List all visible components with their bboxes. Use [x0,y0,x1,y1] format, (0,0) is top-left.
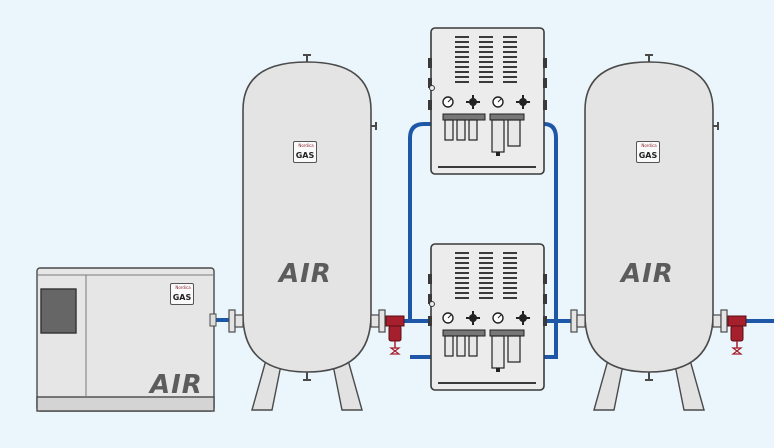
pipe-generator-outlet [543,122,558,359]
filter-housings [442,329,525,372]
generator-vents [455,36,517,83]
filter-1-bowl [388,325,402,342]
valve-knob-icon [516,311,530,325]
tank-2-body [584,61,714,373]
filter-2-head [727,315,747,327]
tank-2-inlet-flange [570,309,578,333]
filter-1-drain-valve [389,347,401,355]
generator-vents [455,252,517,299]
tank-1-outlet-flange [378,309,386,333]
logo-gas-text: GAS [172,293,192,302]
filter-1-head [385,315,405,327]
generator-cabinet [428,243,547,391]
valve-knob-icon [466,95,480,109]
tank-1-inlet-flange [228,309,236,333]
valve-knob-icon [466,311,480,325]
tank-2 [570,54,728,411]
logo-brand-text: Nordica [298,143,314,148]
logo-gas-text: GAS [295,151,315,160]
tank-1-label: AIR [279,259,332,289]
pipe-feed-generator-top [408,122,431,321]
tank-1-body [242,61,372,373]
generator-bottom [428,243,547,391]
filter-2 [727,315,747,355]
logo-brand-text: Nordica [175,285,191,290]
compressor-display-panel [40,288,77,334]
compressor-label: AIR [150,370,203,400]
tank-2-outlet-flange [720,309,728,333]
generator-cabinet [428,27,547,175]
tank-2-label: AIR [621,259,674,289]
filter-housings [442,113,525,156]
generator-top [428,27,547,175]
logo-brand-text: Nordica [641,143,657,148]
valve-knob-icon [516,95,530,109]
logo-gas-text: GAS [638,151,658,160]
compressor [36,267,217,412]
filter-2-drain-valve [731,347,743,355]
filter-1 [385,315,405,355]
tank-1-brand-logo: Nordica GAS [293,141,317,163]
tank-2-brand-logo: Nordica GAS [636,141,660,163]
compressor-base [36,396,215,412]
compressor-brand-logo: Nordica GAS [170,283,194,305]
filter-2-bowl [730,325,744,342]
tank-1 [228,54,386,411]
